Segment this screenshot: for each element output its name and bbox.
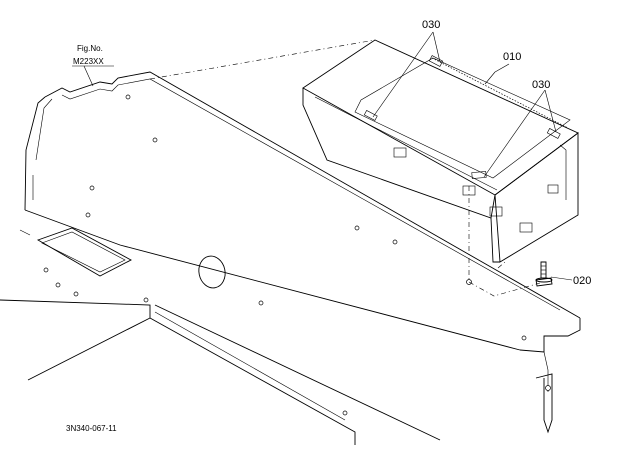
assembly-lines (149, 39, 541, 297)
callout-010: 010 (503, 51, 521, 63)
cover-box-part-010 (302, 39, 579, 263)
figure-reference: Fig.No. M223XX (72, 44, 114, 87)
callout-labels: 030 010 030 020 (422, 19, 591, 287)
frame-cutout (36, 227, 132, 277)
callout-020: 020 (573, 275, 591, 287)
callout-030-top: 030 (422, 19, 440, 31)
bolt-part-020 (535, 261, 553, 287)
frame-holes (43, 94, 527, 416)
main-frame (0, 71, 581, 445)
callout-030-right: 030 (532, 79, 550, 91)
round-opening (198, 255, 226, 289)
fig-no-label: Fig.No. (77, 44, 103, 53)
callout-leaders (372, 31, 573, 281)
drawing-code: 3N340-067-11 (66, 424, 117, 433)
fig-no-value: M223XX (73, 57, 104, 66)
